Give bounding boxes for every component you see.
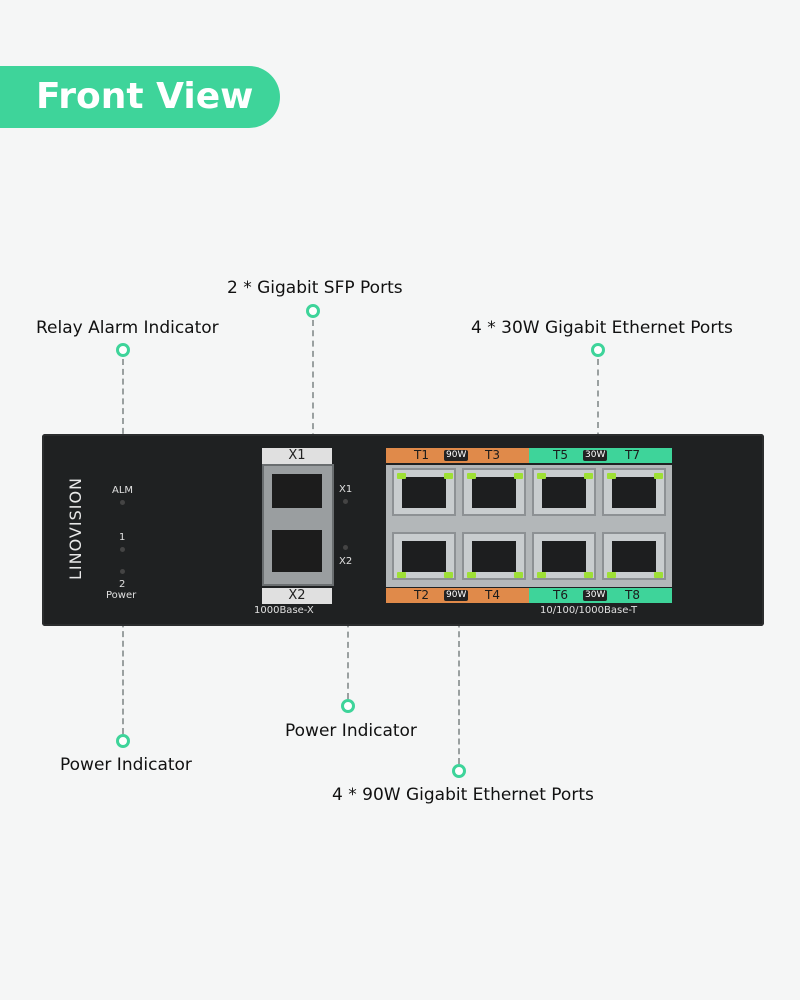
led-2 bbox=[120, 569, 125, 574]
power-mid-callout-dot bbox=[341, 699, 355, 713]
callout-power-indicator-left: Power Indicator bbox=[60, 755, 192, 775]
callout-sfp-ports: 2 * Gigabit SFP Ports bbox=[227, 278, 403, 298]
label-strip-bottom-right: T6 30W T8 bbox=[529, 588, 672, 603]
sfp-x1-label: X1 bbox=[262, 448, 332, 464]
relay-callout-dot bbox=[116, 343, 130, 357]
label-strip-bottom-left: T2 90W T4 bbox=[386, 588, 529, 603]
led-1-label: 1 bbox=[119, 532, 126, 543]
power-left-callout-dot bbox=[116, 734, 130, 748]
sfp-type-label: 1000Base-X bbox=[254, 605, 314, 616]
alm-led bbox=[120, 500, 125, 505]
port-label-t2: T2 bbox=[414, 588, 429, 602]
sfp-led-x1-label: X1 bbox=[339, 484, 353, 495]
90w-callout-line bbox=[458, 602, 460, 764]
rj45-port-t4[interactable] bbox=[462, 532, 526, 580]
sfp-callout-line bbox=[312, 320, 314, 460]
front-view-badge: Front View bbox=[0, 66, 280, 128]
relay-callout-line bbox=[122, 359, 124, 483]
power-budget-90w-top: 90W bbox=[444, 450, 469, 461]
port-label-t1: T1 bbox=[414, 448, 429, 462]
label-strip-top-right: T5 30W T7 bbox=[529, 448, 672, 463]
sfp-port-x2[interactable] bbox=[272, 530, 322, 572]
port-label-t3: T3 bbox=[485, 448, 500, 462]
callout-power-indicator-mid: Power Indicator bbox=[285, 721, 417, 741]
brand-logo: LINOVISION bbox=[66, 476, 85, 580]
rj45-type-label: 10/100/1000Base-T bbox=[540, 605, 638, 616]
30w-callout-dot bbox=[591, 343, 605, 357]
sfp-led-x2 bbox=[343, 545, 348, 550]
rj45-port-t3[interactable] bbox=[462, 468, 526, 516]
rj45-port-t1[interactable] bbox=[392, 468, 456, 516]
rj45-port-t8[interactable] bbox=[602, 532, 666, 580]
power-budget-30w-top: 30W bbox=[583, 450, 608, 461]
port-label-t4: T4 bbox=[485, 588, 500, 602]
power-budget-30w-bottom: 30W bbox=[583, 590, 608, 601]
rj45-port-t7[interactable] bbox=[602, 468, 666, 516]
callout-30w-ports: 4 * 30W Gigabit Ethernet Ports bbox=[471, 318, 733, 338]
label-strip-top-left: T1 90W T3 bbox=[386, 448, 529, 463]
port-label-t7: T7 bbox=[625, 448, 640, 462]
sfp-port-x1[interactable] bbox=[272, 474, 322, 508]
30w-callout-line bbox=[597, 359, 599, 449]
rj45-port-t6[interactable] bbox=[532, 532, 596, 580]
led-2-label: 2 bbox=[119, 579, 126, 590]
callout-relay-alarm: Relay Alarm Indicator bbox=[36, 318, 219, 338]
led-1 bbox=[120, 547, 125, 552]
port-label-t8: T8 bbox=[625, 588, 640, 602]
sfp-callout-dot bbox=[306, 304, 320, 318]
port-label-t5: T5 bbox=[553, 448, 568, 462]
sfp-x2-label: X2 bbox=[262, 588, 332, 604]
sfp-led-x2-label: X2 bbox=[339, 556, 353, 567]
callout-90w-ports: 4 * 90W Gigabit Ethernet Ports bbox=[332, 785, 594, 805]
alm-label: ALM bbox=[112, 485, 134, 496]
power-label: Power bbox=[106, 590, 137, 601]
port-label-t6: T6 bbox=[553, 588, 568, 602]
power-mid-callout-line bbox=[347, 560, 349, 699]
sfp-led-x1 bbox=[343, 499, 348, 504]
power-left-callout-line bbox=[122, 602, 124, 734]
rj45-port-t2[interactable] bbox=[392, 532, 456, 580]
90w-callout-dot bbox=[452, 764, 466, 778]
rj45-port-t5[interactable] bbox=[532, 468, 596, 516]
power-budget-90w-bottom: 90W bbox=[444, 590, 469, 601]
